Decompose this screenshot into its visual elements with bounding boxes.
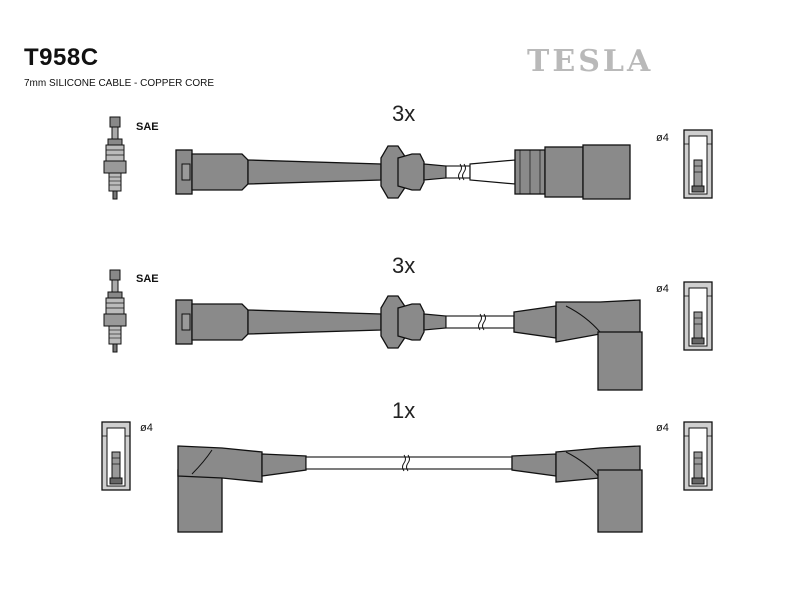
row3-quantity: 1x (392, 398, 416, 423)
row2-terminal-icon (683, 281, 713, 351)
row3-right-terminal-icon (683, 421, 713, 491)
row1-coil-boot (175, 145, 447, 199)
row3-left-terminal-icon (101, 421, 131, 491)
row2-coil-boot (175, 295, 447, 349)
row2-cable-break-icon (478, 313, 482, 331)
row1-left-label: SAE (136, 121, 159, 133)
row2-lead (103, 269, 713, 391)
row2-quantity: 3x (392, 253, 416, 278)
part-code: T958C (24, 44, 99, 71)
row1-cable-break-icon (458, 163, 462, 181)
cable-spec: 7mm SILICONE CABLE - COPPER CORE (24, 78, 215, 89)
row2-right-label: ø4 (656, 283, 669, 295)
row1-right-label: ø4 (656, 132, 669, 144)
brand-logo: TESLA (527, 44, 654, 79)
row3-right-label: ø4 (656, 422, 669, 434)
row1-terminal-icon (683, 129, 713, 199)
row2-plug-boot (513, 305, 557, 339)
row3-cable-break-icon (402, 454, 406, 472)
row3-left-boot (177, 469, 223, 533)
row1-spark-plug-icon (103, 116, 127, 200)
row2-left-label: SAE (136, 273, 159, 285)
row3-left-label: ø4 (140, 422, 153, 434)
row2-spark-plug-icon (103, 269, 127, 353)
row1-quantity: 3x (392, 101, 416, 126)
row3-right-boot (511, 453, 557, 477)
row1-lead (103, 116, 713, 200)
row3-lead (101, 421, 713, 533)
